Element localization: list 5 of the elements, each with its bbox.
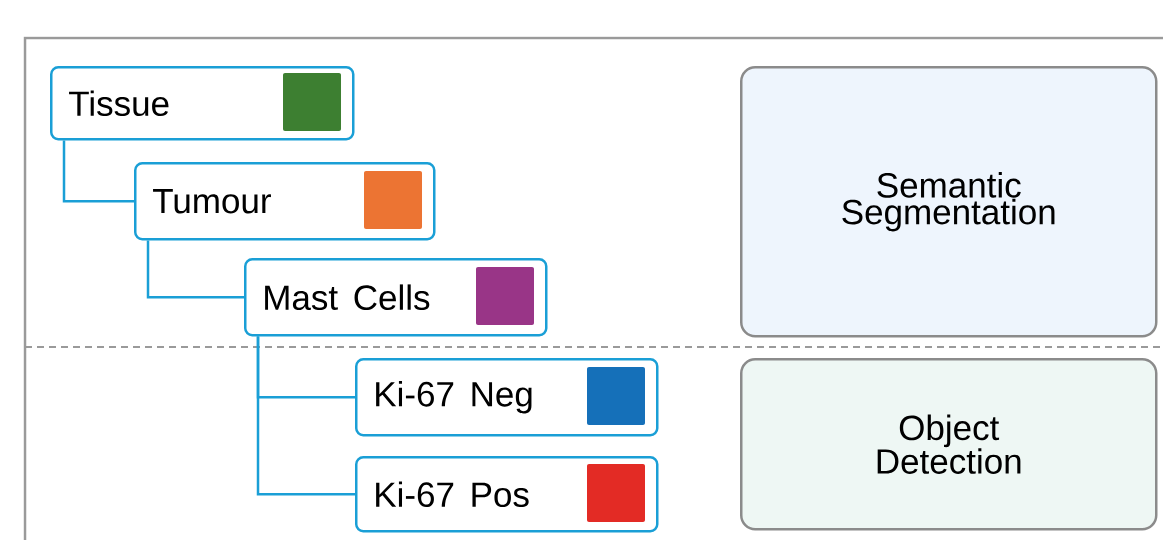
connector — [62, 140, 134, 203]
connector — [256, 336, 355, 496]
task-box: Object Detection — [740, 358, 1158, 531]
task-box: Semantic Segmentation — [740, 66, 1158, 338]
connector — [146, 240, 244, 299]
